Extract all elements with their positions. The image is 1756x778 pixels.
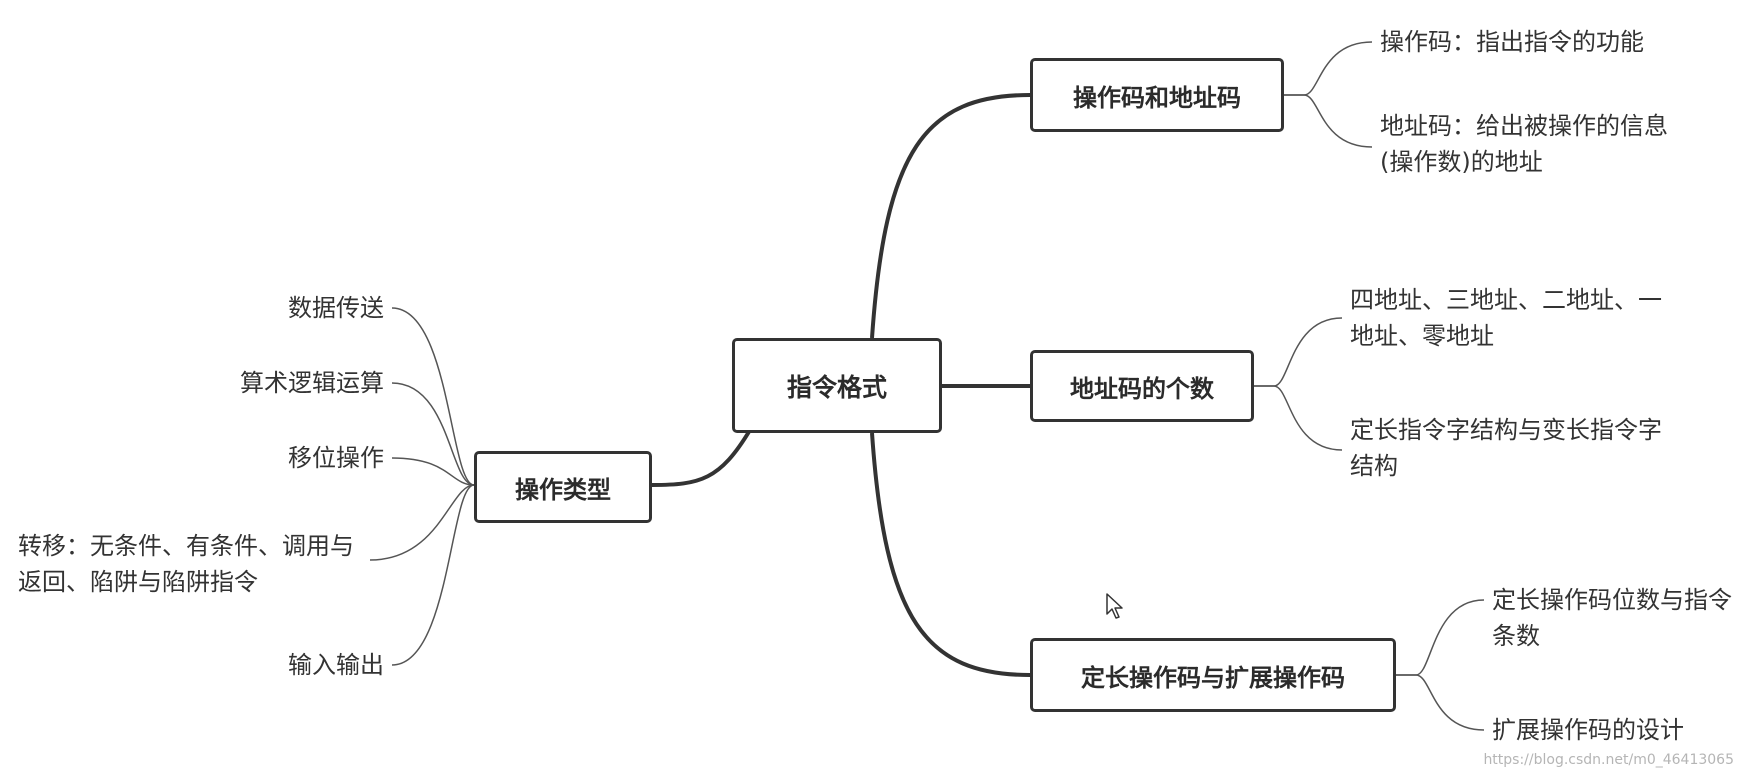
leaf-op-types-1: 算术逻辑运算 [240, 369, 384, 397]
link-root-opcode-ext [870, 432, 1031, 677]
link-op-types-leaf-1 [391, 382, 475, 486]
leaf-op-types-4: 输入输出 [288, 651, 384, 679]
link-op-types-leaf-2 [391, 457, 475, 486]
leaf-address-count-0: 四地址、三地址、二地址、一地址、零地址 [1350, 286, 1662, 350]
leaf-opcode-ext-0: 定长操作码位数与指令条数 [1492, 586, 1732, 650]
branch-op-types[interactable]: 操作类型 [474, 451, 652, 523]
root-node[interactable]: 指令格式 [732, 338, 942, 433]
watermark: https://blog.csdn.net/m0_46413065 [1483, 752, 1734, 768]
link-op-types-leaf-4 [391, 484, 475, 666]
branch-opcode-address[interactable]: 操作码和地址码 [1030, 58, 1284, 132]
branch-address-count[interactable]: 地址码的个数 [1030, 350, 1254, 422]
link-root-op-types [651, 428, 752, 487]
link-opcode-ext-leaf-1 [1396, 674, 1485, 731]
branch-opcode-ext[interactable]: 定长操作码与扩展操作码 [1030, 638, 1396, 712]
leaf-op-types-0: 数据传送 [288, 294, 384, 322]
link-opcode-ext-leaf-0 [1396, 599, 1485, 676]
link-op-types-leaf-0 [391, 307, 475, 486]
mouse-cursor-icon [1106, 593, 1123, 619]
leaf-address-count-1: 定长指令字结构与变长指令字结构 [1350, 416, 1662, 480]
link-address-count-leaf-1 [1254, 385, 1343, 451]
link-opcode-address-leaf-0 [1284, 41, 1373, 96]
link-op-types-leaf-3 [369, 484, 475, 561]
leaf-opcode-address-0: 操作码：指出指令的功能 [1380, 28, 1644, 56]
leaf-opcode-address-1: 地址码：给出被操作的信息(操作数)的地址 [1380, 112, 1668, 176]
link-root-opcode-address [870, 93, 1031, 339]
leaf-opcode-ext-1: 扩展操作码的设计 [1492, 716, 1684, 744]
leaf-op-types-3: 转移：无条件、有条件、调用与返回、陷阱与陷阱指令 [18, 532, 354, 596]
leaf-op-types-2: 移位操作 [288, 444, 384, 472]
link-address-count-leaf-0 [1254, 317, 1343, 387]
link-opcode-address-leaf-1 [1284, 94, 1373, 148]
